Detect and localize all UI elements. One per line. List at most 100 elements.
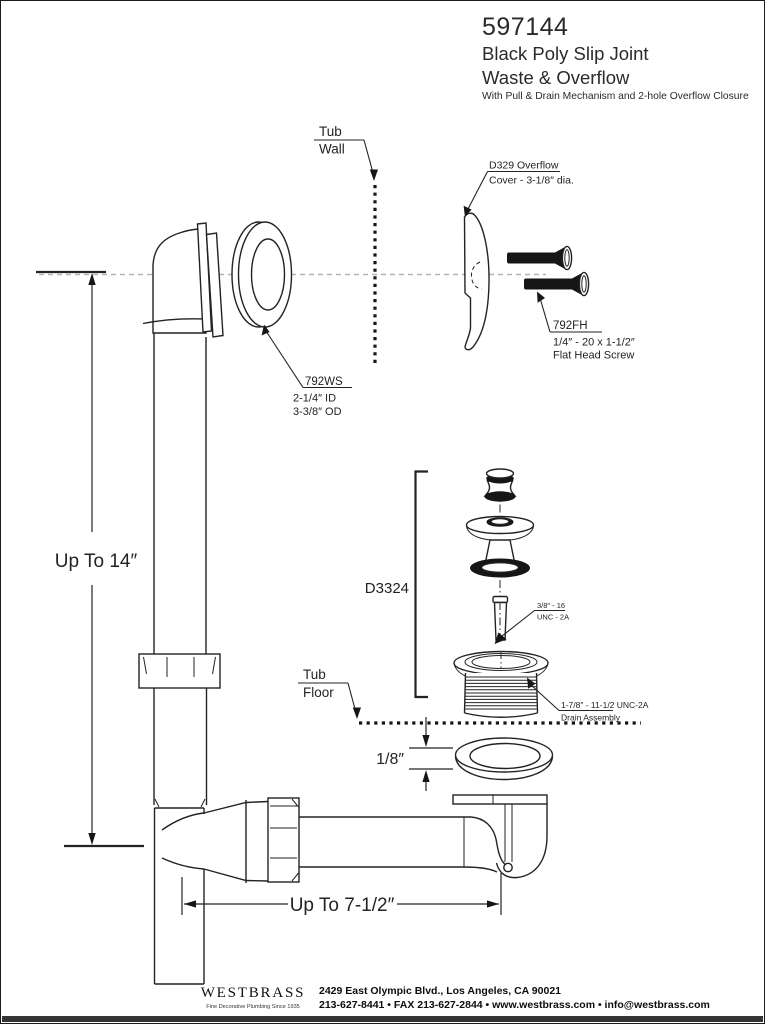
washer-inner	[250, 238, 286, 311]
screw-head-rim	[564, 249, 570, 267]
arrow-down-left	[463, 205, 472, 217]
shoe-pivot	[503, 862, 513, 873]
arrow-up-left	[527, 677, 536, 689]
arrow-down	[352, 707, 361, 719]
shoe-flange	[452, 794, 548, 805]
bottom-pipe-assembly	[153, 794, 548, 985]
dim-washer-label: 1/8″	[376, 751, 404, 768]
leader-line	[501, 610, 535, 637]
rod-head	[492, 595, 509, 604]
product-title-line2: Waste & Overflow	[482, 66, 630, 88]
drain-name: Drain Assembly	[561, 713, 621, 723]
brand-tagline: Fine Decorative Plumbing Since 1935	[206, 1004, 300, 1010]
centerlines	[39, 185, 641, 725]
overflow-elbow-assembly	[138, 222, 224, 808]
washer-id: 2-1/4″ ID	[293, 393, 336, 405]
leader-line	[347, 682, 356, 710]
arrow-down	[88, 833, 96, 845]
brand-logo: WESTBRASS	[200, 985, 306, 1001]
tub-floor-line1: Tub	[303, 667, 326, 682]
shoe-bottom-edge	[463, 866, 498, 873]
flat-washer-hole	[469, 742, 541, 770]
label-screws: 792FH 1/4″ - 20 x 1-1/2″ Flat Head Screw	[537, 291, 635, 362]
overflow-cover-profile	[463, 212, 490, 351]
flat-washer-edge	[454, 756, 554, 781]
address-line: 2429 East Olympic Blvd., Los Angeles, CA…	[319, 985, 561, 997]
label-tub-floor: Tub Floor	[298, 667, 361, 719]
drain-spec: 1-7/8″ - 11-1/2 UNC-2A	[561, 700, 649, 710]
shoe-inlet-fillet	[470, 816, 507, 866]
washer-part-number: 792WS	[305, 376, 343, 388]
faceplate-front	[205, 232, 224, 338]
leader-line	[529, 683, 560, 711]
flat-head-screw	[507, 245, 573, 271]
bracket-line	[414, 470, 428, 699]
address-block: 2429 East Olympic Blvd., Los Angeles, CA…	[319, 985, 710, 1012]
screw-shaft	[524, 278, 574, 290]
screw-shaft	[507, 252, 557, 264]
arrow-up	[88, 273, 96, 285]
label-washer: 792WS 2-1/4″ ID 3-3/8″ OD	[261, 324, 352, 418]
drain-body-drawing	[453, 650, 549, 718]
leader-line	[265, 330, 304, 388]
branch-taper	[203, 800, 269, 882]
shoe-outer-wall	[495, 804, 548, 879]
drain-barrel-bottom	[464, 712, 538, 718]
tub-wall-line2: Wall	[319, 142, 345, 157]
washer-flat-drawing	[454, 737, 554, 781]
arrow-up	[422, 770, 430, 782]
arrow-right	[487, 900, 499, 908]
brand-block: WESTBRASS Fine Decorative Plumbing Since…	[194, 985, 312, 1010]
screws-drawing	[507, 245, 590, 297]
screw-part-number: 792FH	[553, 320, 588, 332]
cover-label-line2: Cover - 3-1/8″ dia.	[489, 175, 574, 187]
overflow-cover-hole-hidden	[470, 261, 482, 290]
arrow-down	[422, 735, 430, 747]
slip-nut-lower	[267, 797, 300, 883]
label-drain: 1-7/8″ - 11-1/2 UNC-2A Drain Assembly	[527, 677, 649, 723]
overflow-cover-drawing	[463, 212, 490, 351]
dim-washer-thickness: 1/8″	[376, 717, 453, 791]
shoe-tube-lines	[492, 795, 513, 862]
stopper-plate-hole-inner	[490, 517, 510, 526]
drain-barrel-sides	[463, 672, 539, 714]
title-block: 597144 Black Poly Slip Joint Waste & Ove…	[482, 15, 749, 102]
arrow-down-left	[494, 632, 507, 644]
dim-length-label: Up To 7-1/2″	[290, 895, 395, 916]
washer-od: 3-3/8″ OD	[293, 406, 342, 418]
bracket-label: D3324	[365, 580, 409, 597]
dim-length: Up To 7-1/2″	[181, 873, 502, 916]
screw-name: Flat Head Screw	[553, 350, 634, 362]
rod-thread-line2: UNC - 2A	[537, 613, 569, 622]
o-ring-inner	[480, 562, 520, 574]
arrow-left	[184, 900, 196, 908]
leader-line	[363, 139, 374, 172]
knob-top-cap	[485, 468, 515, 479]
bottom-accent-bar	[2, 1016, 763, 1022]
tub-floor-line2: Floor	[303, 685, 334, 700]
drain-threads	[465, 676, 537, 710]
slip-nut-upper	[138, 653, 221, 689]
dim-height-label: Up To 14″	[55, 551, 138, 572]
screw-spec: 1/4″ - 20 x 1-1/2″	[553, 337, 635, 349]
washer-ring-drawing	[231, 221, 293, 328]
arrow-down	[369, 169, 378, 181]
cover-label-line1: D329 Overflow	[489, 160, 559, 172]
dim-height: Up To 14″	[36, 270, 144, 848]
rod-thread-line1: 3/8″ - 16	[537, 601, 565, 610]
label-tub-wall: Tub Wall	[314, 124, 378, 181]
label-overflow-cover: D329 Overflow Cover - 3-1/8″ dia.	[463, 160, 574, 217]
screw-head	[561, 245, 573, 271]
product-subtitle: With Pull & Drain Mechanism and 2-hole O…	[482, 91, 749, 102]
contact-line: 213-627-8441 • FAX 213-627-2844 • www.we…	[319, 998, 710, 1011]
screw-head-rim	[581, 275, 587, 293]
model-number: 597144	[482, 13, 569, 41]
knob-lower-band	[484, 491, 516, 502]
leader-line	[539, 297, 551, 333]
d3324-bracket: D3324	[365, 470, 428, 699]
flat-head-screw	[524, 271, 590, 297]
tee-branch-curves	[161, 812, 205, 870]
label-rod-thread: 3/8″ - 16 UNC - 2A	[494, 601, 569, 644]
